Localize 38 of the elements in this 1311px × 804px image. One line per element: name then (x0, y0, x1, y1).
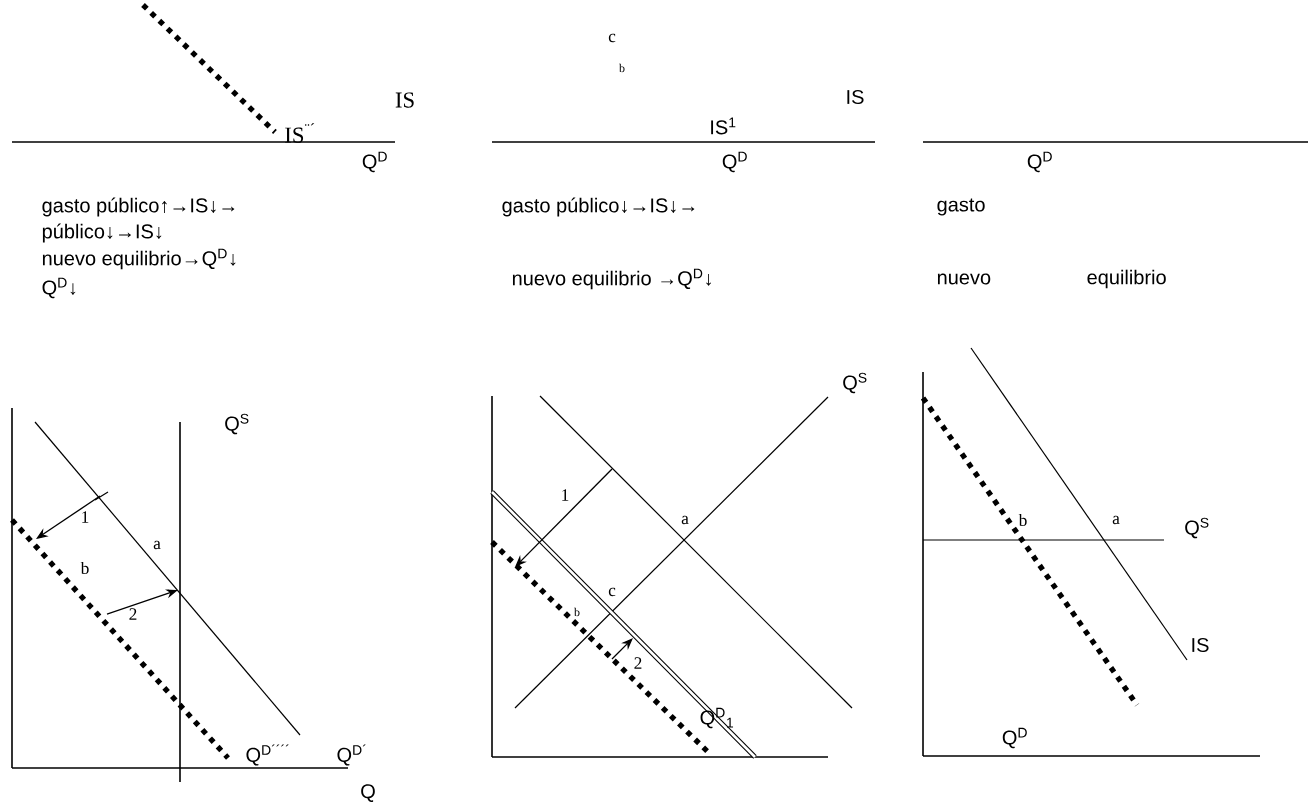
curve-label: Q$^{S}$ (225, 413, 249, 435)
point-label: a (681, 515, 689, 525)
curve-label: IS$^{1}$ (711, 117, 736, 135)
annotation-text: equilibrio (1087, 269, 1166, 289)
annotation-text: nuevo equilibrio→Q$^{D}$↓ (42, 248, 236, 270)
point-label: a (153, 540, 161, 550)
curve-label: Q$^{D´}$ (337, 744, 366, 766)
curve-label: Q$^{S}$ (1185, 517, 1209, 539)
point-label: b (80, 561, 89, 575)
annotation-text: Q$^{D}$↓ (42, 277, 76, 299)
axis-label: Q (361, 784, 375, 802)
point-label: c (608, 587, 616, 597)
curve-label: IS$^{¨´}$ (285, 123, 315, 143)
annotation-text: gasto (937, 198, 985, 216)
curve-label: Q$^{D}$ (1002, 727, 1027, 749)
annotation-text: público↓→IS↓ (42, 223, 162, 243)
curve-label: Q$^{D}$ (722, 151, 747, 173)
arrow-label: 1 (82, 511, 89, 523)
annotation-text: gasto público↓→IS↓→ (502, 197, 695, 217)
annotation-text: nuevo equilibrio →Q$^{D}$↓ (512, 268, 711, 290)
curve-label: Q$^{D´´´´}$ (246, 744, 289, 766)
curve-label: IS (847, 89, 864, 105)
arrow-label: 1 (562, 489, 569, 501)
curve-label: IS (1192, 637, 1209, 653)
point-label: c (608, 33, 616, 43)
arrow-label: 2 (129, 608, 137, 620)
curve-label: Q$^{D}$1 (700, 707, 734, 729)
curve-label: Q$^{S}$ (843, 372, 867, 394)
point-label: b (574, 607, 580, 617)
point-label: a (1112, 515, 1120, 525)
curve-label: Q$^{D}$ (362, 151, 387, 173)
point-label: b (619, 63, 625, 73)
curve-label: Q$^{D}$ (1027, 151, 1052, 173)
annotation-text: nuevo (937, 273, 991, 285)
point-label: b (1018, 513, 1027, 527)
arrow-label: 2 (634, 657, 642, 669)
curve-label: IS (395, 92, 414, 108)
annotation-text: gasto público↑→IS↓→ (42, 197, 235, 217)
